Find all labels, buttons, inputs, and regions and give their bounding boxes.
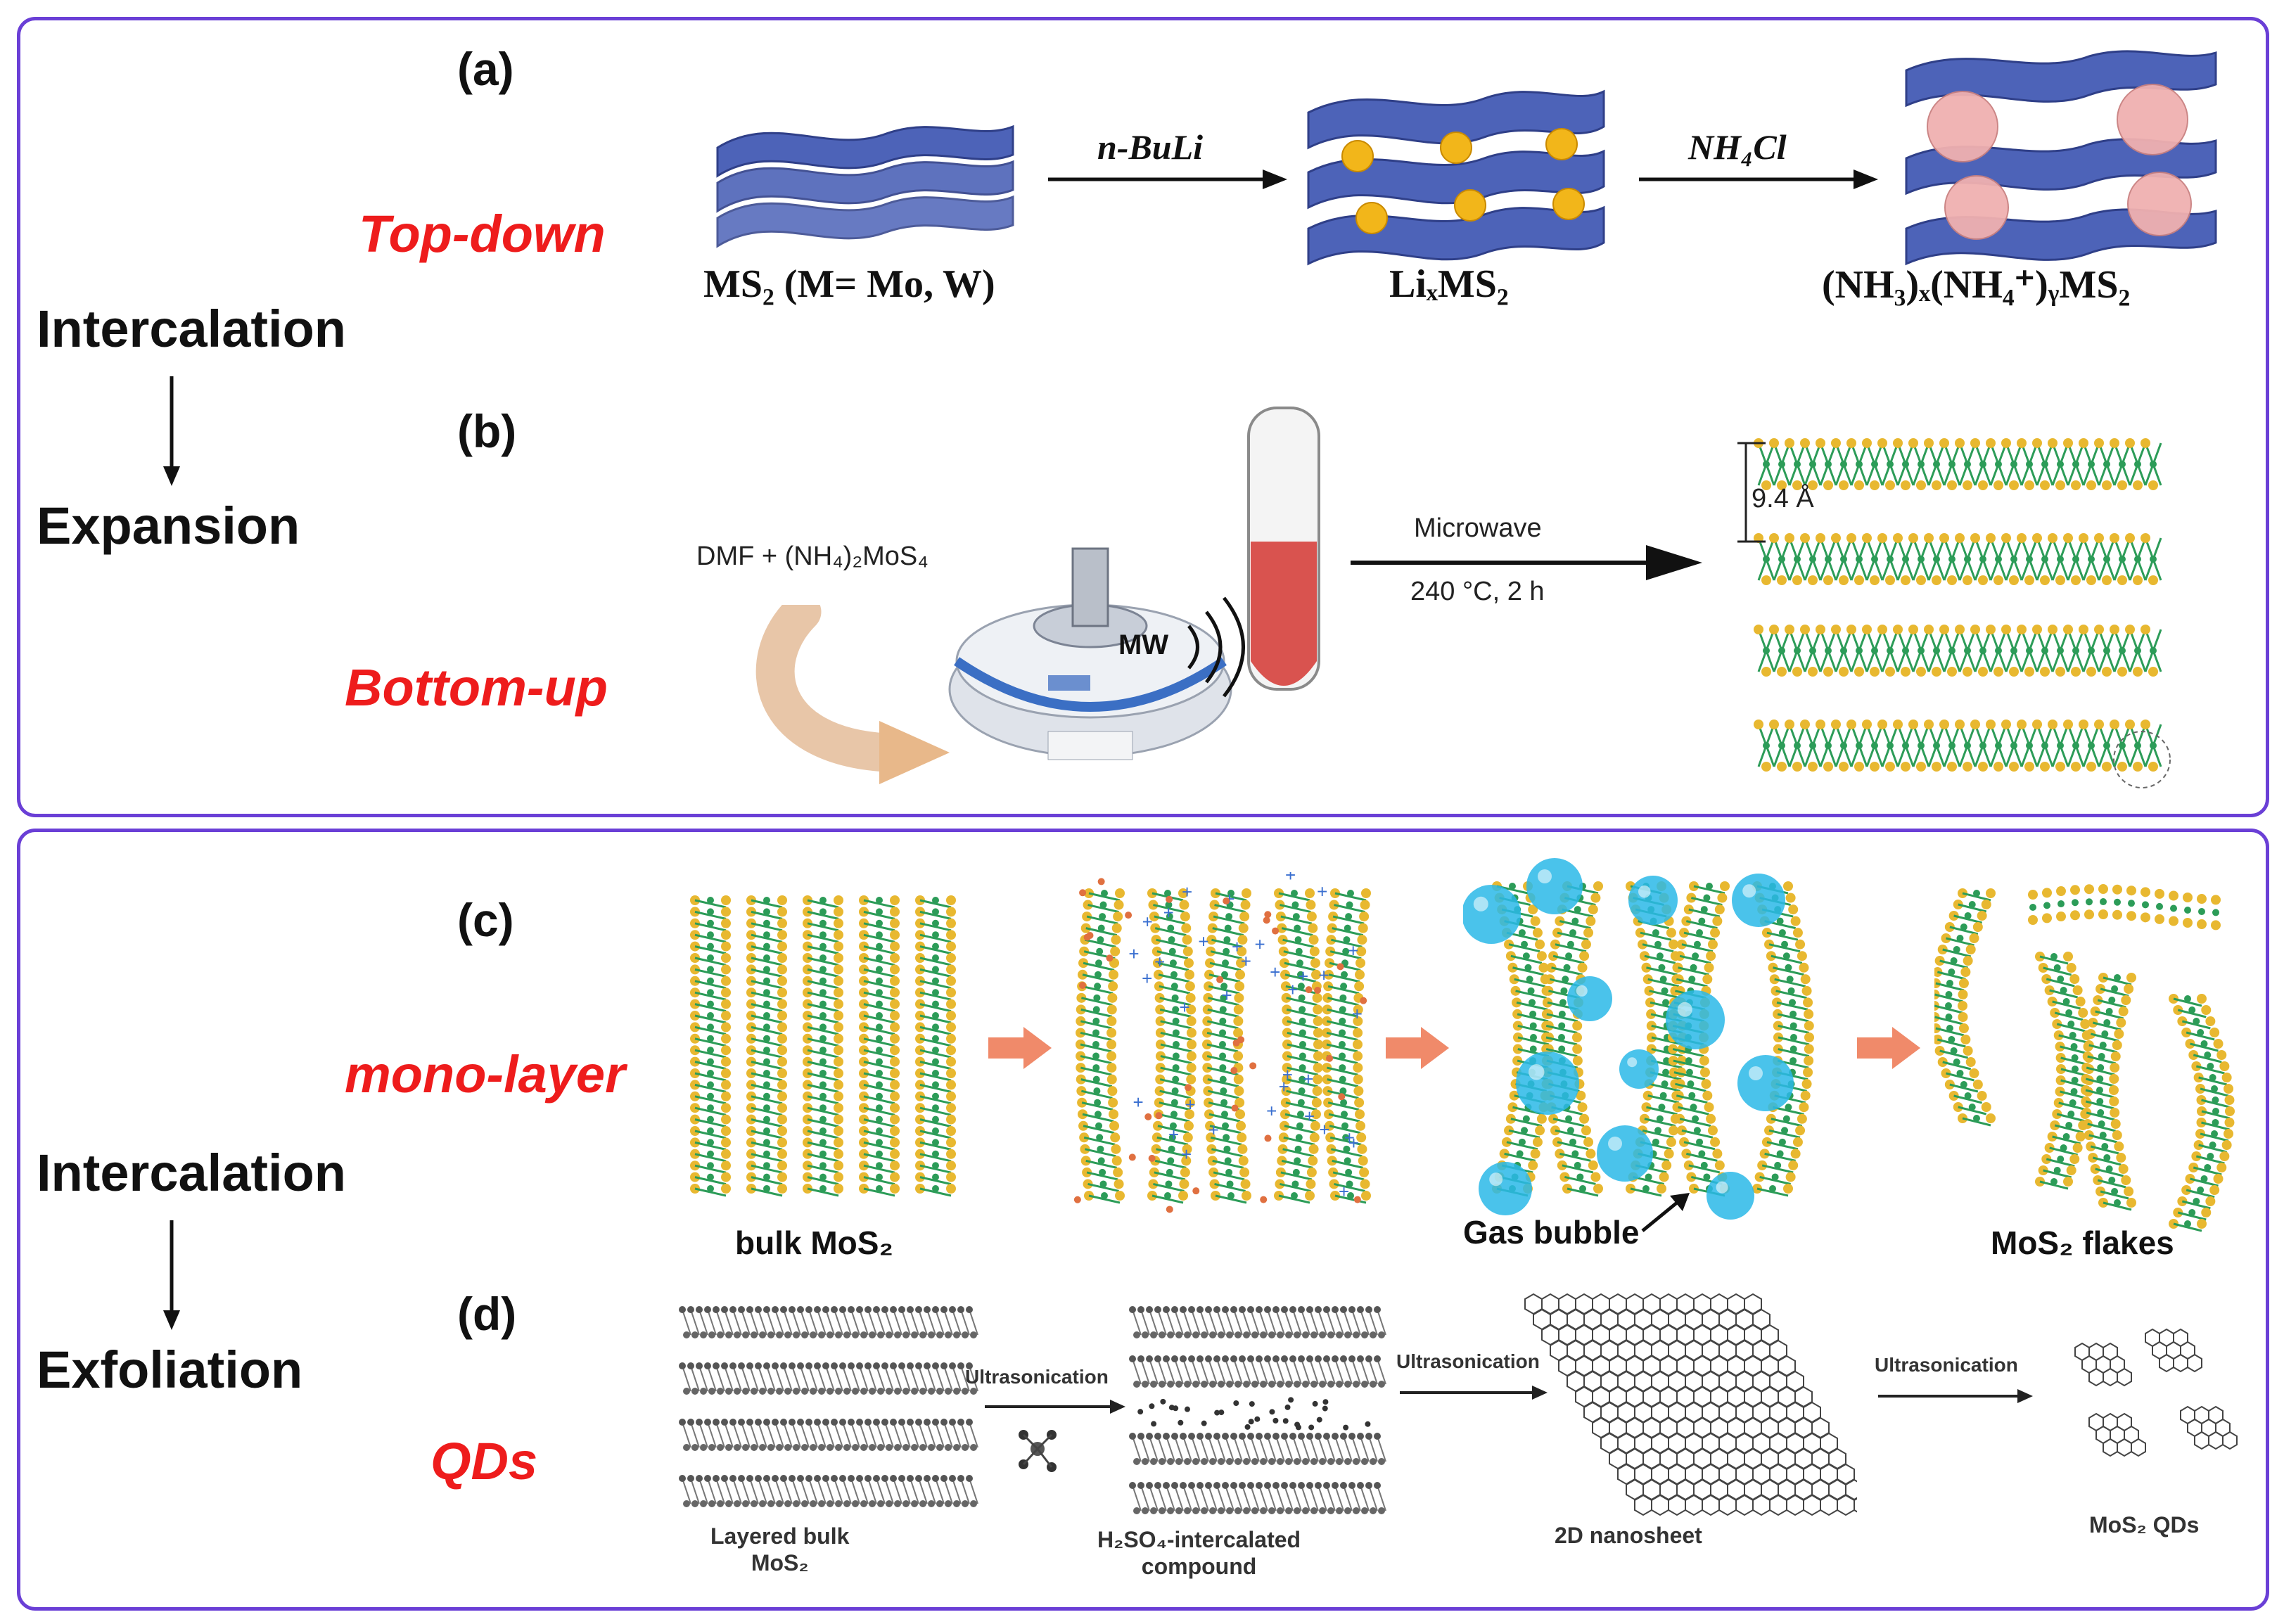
svg-text:+: + [1163, 902, 1174, 923]
svg-text:+: + [1303, 1068, 1313, 1089]
svg-text:+: + [1208, 1120, 1219, 1141]
method-bottom-up: Bottom-up [345, 658, 608, 717]
svg-text:+: + [1352, 1003, 1363, 1024]
arrow-ultrasonication-1 [985, 1396, 1125, 1417]
svg-text:+: + [1185, 1094, 1195, 1115]
svg-text:+: + [1182, 881, 1192, 902]
label-nh3-nh4-ms2: (NH₃)ₓ(NH₄⁺)ᵧMS₂ [1822, 262, 2130, 307]
gas-bubble-pointer [1639, 1189, 1695, 1238]
label-bulk-mos2: bulk MoS₂ [735, 1224, 893, 1262]
svg-text:+: + [1339, 1181, 1349, 1202]
method-qds: QDs [430, 1431, 537, 1491]
svg-text:+: + [1285, 872, 1296, 885]
panel-tag-c: (c) [457, 893, 514, 947]
panel-tag-a: (a) [457, 42, 514, 96]
label-ms2: MS₂ (M= Mo, W) [703, 262, 995, 307]
label-h2so4-compound: H₂SO₄-intercalated compound [1097, 1526, 1301, 1580]
h2so4-molecule-icon [1013, 1421, 1062, 1477]
arrow-nh4cl [1639, 165, 1878, 193]
svg-text:+: + [1198, 931, 1208, 952]
nh4-ms2-illustration [1899, 42, 2223, 274]
svg-text:+: + [1154, 952, 1165, 973]
arrow-microwave [1351, 545, 1702, 580]
svg-text:+: + [1142, 968, 1152, 989]
mw-label: MW [1118, 629, 1168, 661]
svg-text:+: + [1298, 966, 1308, 987]
label-lixms2: LiₓMS₂ [1389, 262, 1509, 307]
arrow-n-buli [1048, 165, 1287, 193]
svg-text:+: + [1318, 964, 1329, 985]
curved-orange-arrow [746, 605, 957, 788]
svg-text:+: + [1319, 1119, 1329, 1140]
label-2d-nanosheet: 2D nanosheet [1555, 1523, 1702, 1549]
svg-text:+: + [1348, 940, 1358, 961]
side-label-intercalation-top: Intercalation [37, 299, 346, 359]
svg-text:+: + [1241, 951, 1251, 972]
label-layered-bulk: Layered bulk MoS₂ [710, 1523, 849, 1576]
arrow-ultrasonication-3 [1878, 1386, 2033, 1407]
arrow-label-ultrasonication-3: Ultrasonication [1875, 1354, 2018, 1376]
layered-bulk-stack [675, 1294, 985, 1533]
orange-arrow-3 [1857, 1027, 1920, 1069]
arrow-label-nh4cl: NH₄Cl [1688, 127, 1787, 167]
label-mos2-qds: MoS₂ QDs [2089, 1512, 2199, 1538]
reagent-label: DMF + (NH₄)₂MoS₄ [696, 542, 929, 572]
down-arrow-top [158, 376, 186, 489]
orange-arrow-2 [1386, 1027, 1449, 1069]
h2so4-intercalated-stack [1125, 1294, 1393, 1533]
arrow-ultrasonication-2 [1400, 1382, 1548, 1403]
intercalated-mos2-illustration: +++++++++++++++++++++++++++++++++++ [1069, 872, 1379, 1217]
arrow-label-n-buli: n-BuLi [1097, 127, 1203, 167]
mos2-layer-stack [1737, 422, 2174, 816]
svg-text:+: + [1279, 1076, 1289, 1097]
method-mono-layer: mono-layer [345, 1044, 625, 1104]
nanosheet-lattice [1491, 1280, 1857, 1540]
mos2-flakes-illustration [1934, 865, 2244, 1238]
svg-text:+: + [1181, 1144, 1192, 1165]
svg-text:+: + [1348, 1132, 1359, 1153]
lixms2-illustration [1301, 77, 1611, 274]
interlayer-spacing: 9.4 Å [1752, 484, 1814, 514]
arrow-label-temperature: 240 °C, 2 h [1410, 577, 1545, 607]
gas-bubble-illustration [1463, 858, 1829, 1224]
svg-text:+: + [1304, 1106, 1315, 1127]
side-label-exfoliation: Exfoliation [37, 1340, 302, 1400]
svg-text:+: + [1179, 997, 1189, 1018]
side-label-intercalation-bottom: Intercalation [37, 1143, 346, 1203]
arrow-label-ultrasonication-1: Ultrasonication [965, 1366, 1109, 1388]
label-gas-bubble: Gas bubble [1463, 1213, 1639, 1251]
svg-text:+: + [1222, 985, 1232, 1006]
svg-text:+: + [1287, 979, 1298, 1000]
svg-text:+: + [1128, 943, 1139, 964]
svg-text:+: + [1142, 912, 1153, 933]
method-top-down: Top-down [359, 204, 606, 264]
svg-text:+: + [1133, 1092, 1144, 1113]
panel-tag-d: (d) [457, 1287, 516, 1341]
qds-clusters [2054, 1315, 2251, 1470]
ms2-layers-illustration [710, 106, 1020, 260]
label-mos2-flakes: MoS₂ flakes [1991, 1224, 2174, 1262]
svg-text:+: + [1168, 1124, 1179, 1145]
svg-text:+: + [1254, 933, 1265, 954]
arrow-label-ultrasonication-2: Ultrasonication [1396, 1350, 1540, 1373]
orange-arrow-1 [988, 1027, 1052, 1069]
svg-text:+: + [1317, 881, 1327, 902]
side-label-expansion: Expansion [37, 496, 300, 556]
bulk-mos2-illustration [689, 886, 985, 1203]
panel-tag-b: (b) [457, 404, 516, 458]
svg-text:+: + [1270, 961, 1280, 983]
down-arrow-bottom [158, 1220, 186, 1333]
arrow-label-microwave: Microwave [1414, 513, 1542, 544]
test-tube [1238, 401, 1329, 724]
svg-text:+: + [1266, 1100, 1277, 1121]
